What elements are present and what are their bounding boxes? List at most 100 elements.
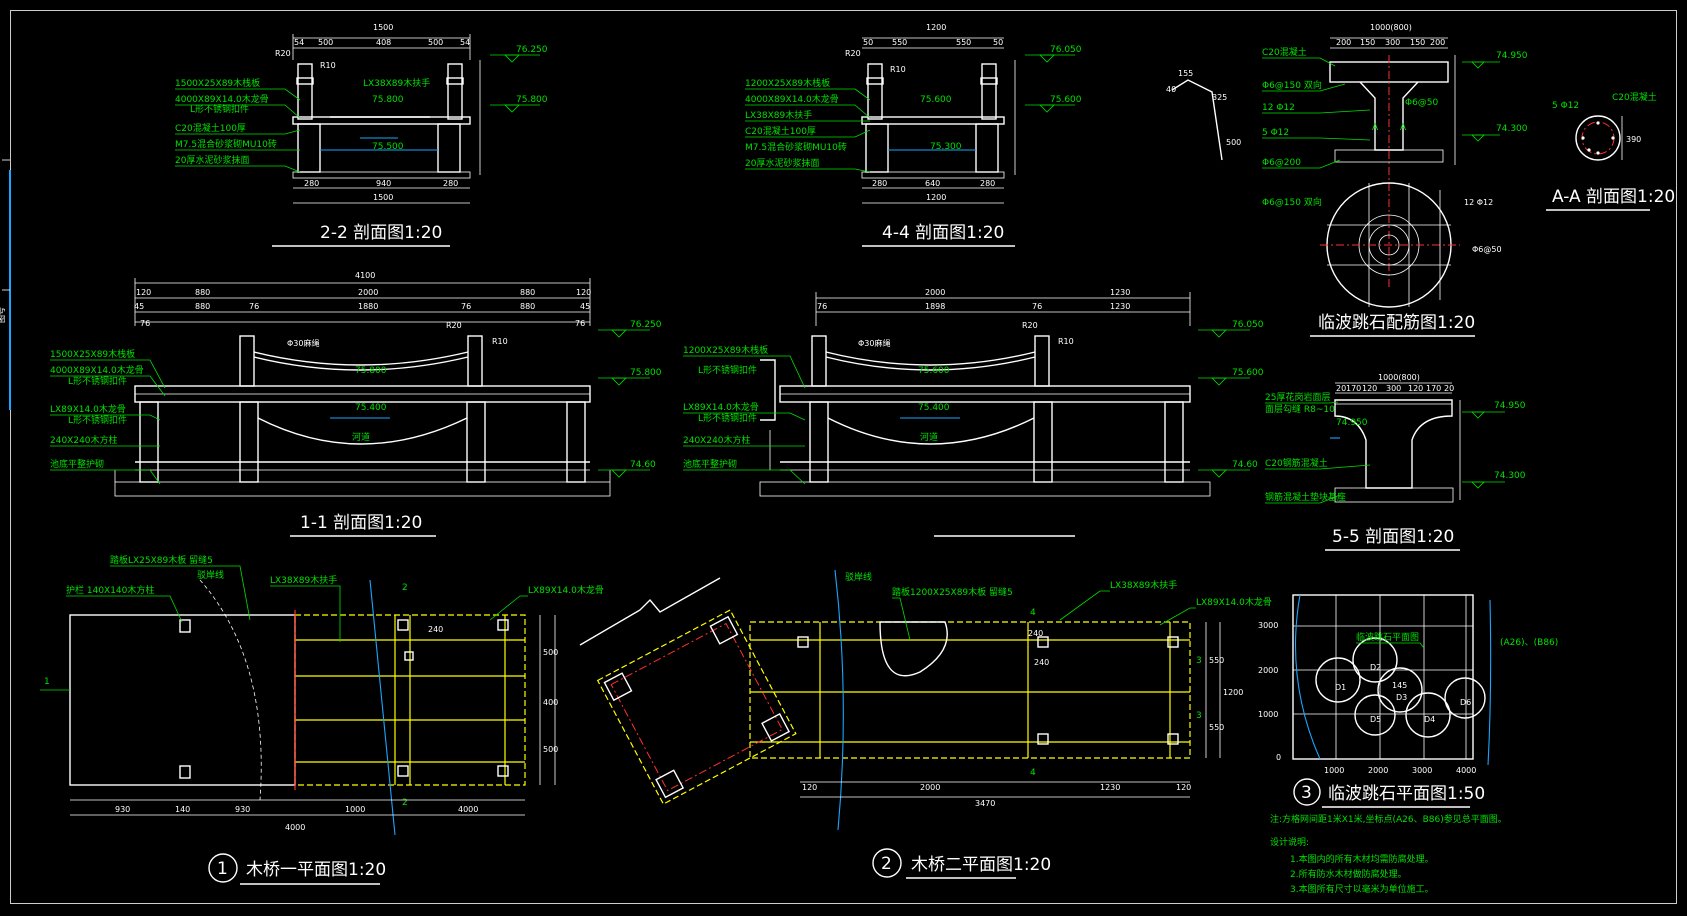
- dim: 76: [817, 302, 827, 311]
- dim: 2000: [920, 783, 940, 792]
- note: 4000X89X14.0木龙骨: [50, 364, 144, 376]
- dim: 1000(800): [1378, 373, 1420, 382]
- sketch-dim: 325: [1212, 93, 1227, 102]
- dim: 120: [576, 288, 591, 297]
- level: 75.400: [355, 403, 387, 413]
- note: 池底平整护砌: [683, 458, 737, 470]
- dim: 640: [925, 179, 940, 188]
- dim: 880: [520, 288, 535, 297]
- dim: 1000: [345, 805, 365, 814]
- section-title: 临波跳石配筋图1:20: [1318, 313, 1475, 333]
- design-note: 1.本图内的所有木材均需防腐处理。: [1290, 853, 1434, 865]
- dim-sketch: 155 40 325 500: [1166, 69, 1241, 161]
- dim: 76: [575, 319, 585, 328]
- level: 75.600: [1232, 368, 1264, 378]
- section-mark: 2: [402, 798, 408, 808]
- radius-label: R10: [890, 65, 906, 74]
- dim: 930: [235, 805, 250, 814]
- dim: 45: [580, 302, 590, 311]
- dim: 120: [802, 783, 817, 792]
- plan-number: 2: [881, 854, 892, 874]
- note: 1200X25X89木栈板: [745, 77, 830, 89]
- sketch-dim: 500: [1226, 138, 1241, 147]
- dim: 200: [1336, 38, 1351, 47]
- stone-id: D2: [1370, 663, 1381, 672]
- note: L形不锈钢扣件: [190, 103, 249, 115]
- section-mark: 2: [402, 583, 408, 593]
- note: C20混凝土100厚: [745, 125, 816, 137]
- dim: 1230: [1100, 783, 1120, 792]
- grid-note: 注:方格网间距1米X1米,坐标点(A26、B86)参见总平面图。: [1270, 813, 1507, 825]
- dim: 150: [1410, 38, 1425, 47]
- plan-title: 木桥二平面图1:20: [911, 855, 1051, 875]
- dim: 940: [376, 179, 391, 188]
- dim: 20: [1336, 384, 1346, 393]
- dim: 76: [140, 319, 150, 328]
- y-tick: 0: [1276, 753, 1281, 762]
- level: 74.300: [1494, 471, 1526, 481]
- note: 4000X89X14.0木龙骨: [175, 93, 269, 105]
- note: 驳岸线: [845, 571, 872, 583]
- dim: 120: [136, 288, 151, 297]
- section-mark: A: [1372, 123, 1379, 133]
- rope-label: Φ30麻绳: [287, 338, 319, 348]
- stone-rebar-detail: 1000(800) 200 150 300 150 200 A A C20混凝土…: [1262, 23, 1528, 337]
- note: LX89X14.0木龙骨: [50, 403, 126, 415]
- dim: 400: [543, 698, 558, 707]
- stone-id: D1: [1335, 683, 1346, 692]
- note: (A26)、(B86): [1500, 638, 1558, 648]
- note: Φ6@50: [1405, 98, 1439, 108]
- level: 74.300: [1496, 124, 1528, 134]
- y-tick: 2000: [1258, 666, 1278, 675]
- dim: 50: [993, 38, 1003, 47]
- dim: 2000: [358, 288, 378, 297]
- dim: 280: [872, 179, 887, 188]
- dim: 500: [543, 648, 558, 657]
- sketch-dim: 155: [1178, 69, 1193, 78]
- plan-number: 1: [217, 859, 228, 879]
- section-a-a: 5 Φ12 C20混凝土 390 A-A 剖面图1:20: [1546, 91, 1675, 211]
- section-mark: 3: [1196, 656, 1202, 666]
- x-tick: 1000: [1324, 766, 1344, 775]
- dim: 500: [428, 38, 443, 47]
- radius-label: R20: [275, 49, 291, 58]
- section-4-4: 1200 50 550 550 50 R20 R10 1200X25X89木栈板…: [745, 23, 1082, 247]
- dim: 240: [428, 625, 443, 634]
- dim: 550: [1209, 656, 1224, 665]
- level: 75.800: [372, 95, 404, 105]
- note: L形不锈钢扣件: [68, 414, 127, 426]
- note: C20混凝土100厚: [175, 122, 246, 134]
- x-tick: 4000: [1456, 766, 1476, 775]
- dim: 300: [1386, 384, 1401, 393]
- section-1-1: 4100 120 880 2000 880 120 45 880 76 1880…: [50, 271, 662, 537]
- dim: 280: [443, 179, 458, 188]
- dim: 880: [195, 288, 210, 297]
- note: M7.5混合砂浆砌MU10砖: [745, 141, 847, 153]
- section-title: 2-2 剖面图1:20: [320, 223, 442, 243]
- note: C20钢筋混凝土: [1265, 457, 1328, 469]
- section-title: 5-5 剖面图1:20: [1332, 527, 1454, 547]
- note: Φ6@200: [1262, 158, 1301, 168]
- note: 踏板1200X25X89木板 留缝5: [892, 586, 1013, 598]
- dim: 550: [1209, 723, 1224, 732]
- dim: 240: [1028, 629, 1043, 638]
- note: 临波跳石平面图: [1356, 631, 1419, 643]
- stone-id: D3: [1396, 693, 1407, 702]
- x-tick: 3000: [1412, 766, 1432, 775]
- river-label: 河道: [920, 431, 938, 443]
- dim: 76: [461, 302, 471, 311]
- dim: 280: [304, 179, 319, 188]
- dim: 408: [376, 38, 391, 47]
- note: 护栏 140X140木方柱: [66, 584, 154, 596]
- x-tick: 2000: [1368, 766, 1388, 775]
- level: 76.250: [630, 320, 662, 330]
- dim: 76: [249, 302, 259, 311]
- dim: 76: [1032, 302, 1042, 311]
- dim: 54: [460, 38, 470, 47]
- y-tick: 3000: [1258, 621, 1278, 630]
- design-note: 2.所有防水木材做防腐处理。: [1290, 868, 1407, 880]
- section-title: 4-4 剖面图1:20: [882, 223, 1004, 243]
- level: 74.950: [1494, 401, 1526, 411]
- level: 75.500: [372, 142, 404, 152]
